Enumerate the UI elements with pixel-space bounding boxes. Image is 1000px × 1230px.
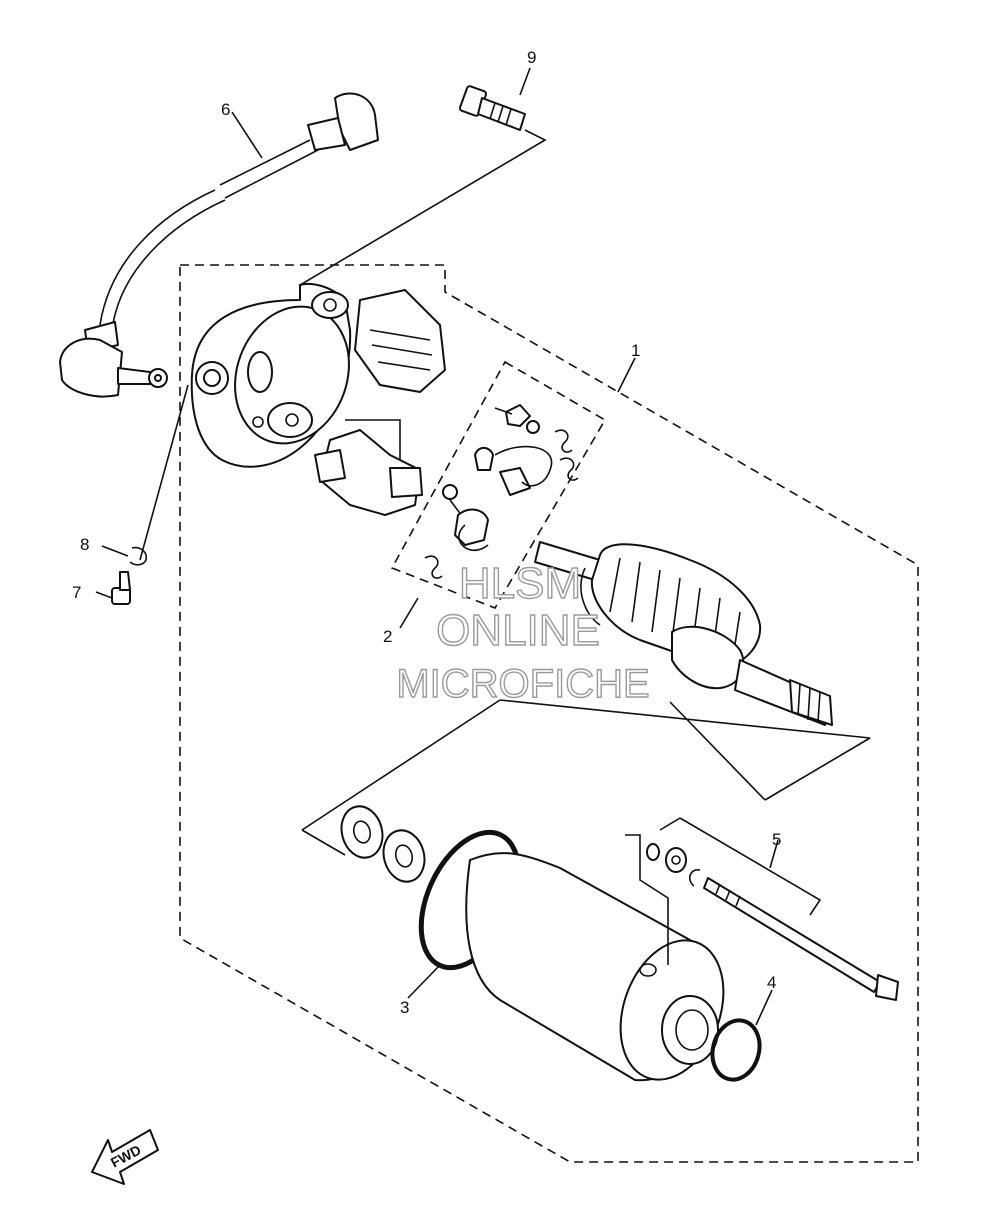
armature [534,541,833,726]
leader-6 [231,111,263,159]
callout-4: 4 [767,973,776,992]
brush-holder [314,289,446,516]
front-cover [190,282,352,468]
screw-7 [95,571,131,605]
callout-7: 7 [72,583,81,602]
washers [340,805,426,883]
leader-2 [399,597,419,629]
brush-holder-boundary [390,360,607,609]
circlip-8 [129,546,148,566]
o-ring-4 [710,1018,762,1082]
callout-3: 3 [400,998,409,1017]
watermark-line-1: HLSM [459,559,581,608]
watermark-line-3: MICROFICHE [396,662,649,706]
leader-1 [617,357,636,393]
leader-4 [755,989,773,1026]
screw-9-bolt [459,85,526,131]
watermark-line-2: ONLINE [436,606,600,655]
callout-2: 2 [383,627,392,646]
forward-direction-arrow: FWD [91,1129,159,1185]
watermark: HLSM ONLINE MICROFICHE [396,558,651,706]
callout-8: 8 [80,535,89,554]
yoke [465,852,725,1082]
lead-wire-6 [59,92,379,398]
callout-5: 5 [772,830,781,849]
through-bolt-set-5 [625,817,899,1001]
armature-bracket [301,699,871,856]
brush-parts [424,404,579,579]
leader-8 [101,384,189,561]
leader-3 [407,964,441,999]
callout-1: 1 [631,341,640,360]
callout-6: 6 [221,100,230,119]
callout-9: 9 [527,48,536,67]
